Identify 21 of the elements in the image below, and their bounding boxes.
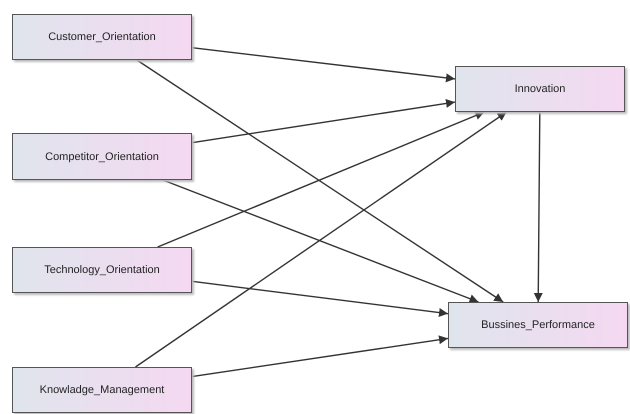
process-box	[12, 133, 192, 180]
node-label: Knowladge_Management	[40, 384, 164, 396]
arrow	[136, 59, 504, 303]
arrow	[192, 280, 448, 317]
arrow	[534, 112, 543, 302]
arrow	[157, 111, 485, 248]
node-label: Innovation	[514, 83, 566, 95]
arrow	[192, 46, 456, 82]
arrow	[135, 111, 507, 368]
process-box	[12, 247, 192, 293]
node-label: Competitor_Orientation	[45, 150, 159, 162]
process-box	[12, 14, 192, 60]
arrow	[192, 335, 448, 378]
process-box	[455, 66, 625, 112]
node-label: Technology_Orientation	[44, 264, 160, 276]
process-box	[448, 302, 628, 348]
arrow	[162, 179, 479, 303]
node-label: Customer_Orientation	[48, 31, 156, 43]
process-box	[12, 367, 192, 413]
node-label: Bussines_Performance	[481, 319, 595, 331]
arrow	[192, 99, 456, 144]
